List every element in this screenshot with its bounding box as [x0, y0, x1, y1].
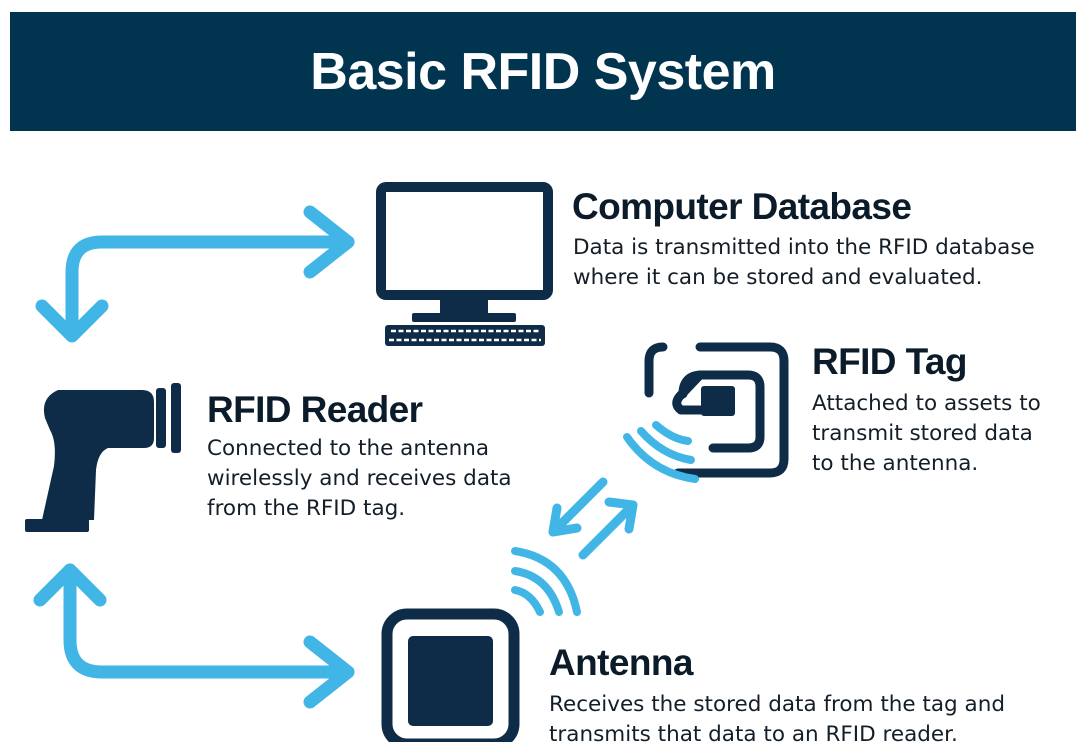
page-title: Basic RFID System: [310, 42, 776, 101]
antenna-description: Receives the stored data from the tag an…: [549, 690, 1005, 750]
database-description: Data is transmitted into the RFID databa…: [573, 233, 1035, 293]
antenna-title: Antenna: [549, 642, 693, 683]
antenna-line-1: Receives the stored data from the tag an…: [549, 692, 1005, 717]
reader-line-2: wirelessly and receives data: [207, 466, 512, 491]
reader-line-1: Connected to the antenna: [207, 436, 490, 461]
tag-line-1: Attached to assets to: [812, 391, 1041, 416]
header-banner: Basic RFID System: [10, 12, 1076, 131]
tag-line-3: to the antenna.: [812, 451, 979, 476]
tag-description: Attached to assets to transmit stored da…: [812, 389, 1041, 479]
antenna-tag-arrows: [548, 477, 638, 560]
antenna-signal-waves: [511, 547, 581, 616]
reader-line-3: from the RFID tag.: [207, 496, 406, 521]
rfid-reader-scanner-icon: [25, 383, 181, 532]
database-line-1: Data is transmitted into the RFID databa…: [573, 235, 1035, 260]
tag-signal-waves: [623, 421, 699, 483]
database-line-2: where it can be stored and evaluated.: [573, 265, 983, 290]
tag-line-2: transmit stored data: [812, 421, 1033, 446]
reader-title: RFID Reader: [207, 389, 423, 430]
reader-description: Connected to the antenna wirelessly and …: [207, 434, 512, 524]
antenna-icon: [381, 608, 520, 742]
tag-title: RFID Tag: [812, 341, 967, 382]
database-title: Computer Database: [572, 186, 912, 227]
reader-antenna-arrow: [33, 563, 355, 709]
reader-database-arrow: [35, 205, 355, 343]
computer-monitor-icon: [376, 182, 553, 346]
antenna-line-2: transmits that data to an RFID reader.: [549, 722, 958, 747]
rfid-tag-icon: [644, 342, 789, 478]
